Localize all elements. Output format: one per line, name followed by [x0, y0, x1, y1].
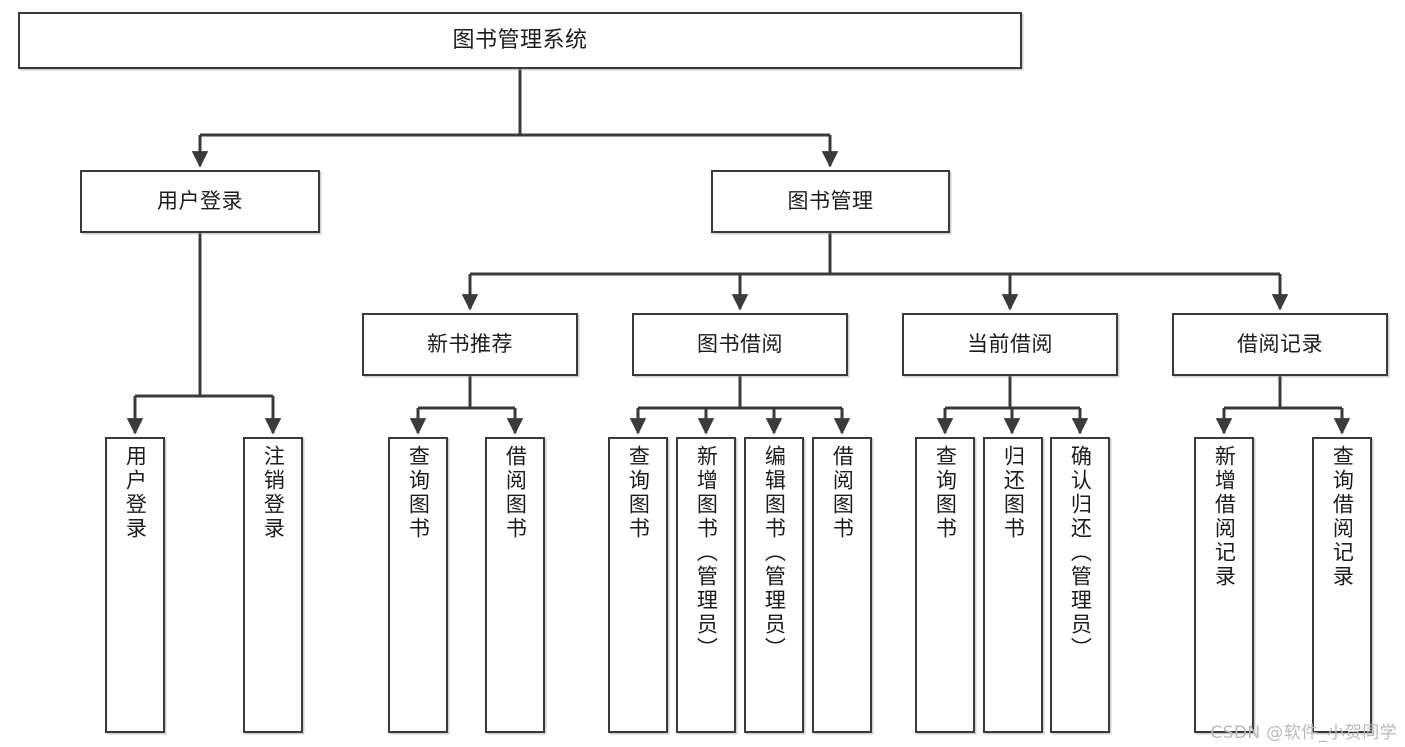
- node-label: 借阅记录: [1237, 332, 1323, 357]
- node-label: 借阅图书: [830, 445, 855, 541]
- leaf-borrow-book[interactable]: 借阅图书: [812, 437, 872, 733]
- node-current-borrow[interactable]: 当前借阅: [902, 313, 1118, 376]
- node-label: 新增借阅记录: [1212, 445, 1237, 589]
- node-label: 查询借阅记录: [1330, 445, 1355, 589]
- node-label: 查询图书: [406, 445, 431, 541]
- node-label: 借阅图书: [503, 445, 528, 541]
- leaf-query-book-recommend[interactable]: 查询图书: [388, 437, 448, 733]
- leaf-query-book-borrow[interactable]: 查询图书: [608, 437, 668, 733]
- node-book-borrow[interactable]: 图书借阅: [632, 313, 848, 376]
- leaf-confirm-return[interactable]: 确认归还（管理员）: [1050, 437, 1110, 733]
- node-label: 确认归还（管理员）: [1068, 445, 1093, 661]
- leaf-add-borrow-record[interactable]: 新增借阅记录: [1194, 437, 1254, 733]
- node-label: 当前借阅: [967, 332, 1053, 357]
- node-label: 用户登录: [157, 189, 243, 214]
- leaf-borrow-book-recommend[interactable]: 借阅图书: [485, 437, 545, 733]
- node-label: 新增图书（管理员）: [694, 445, 719, 661]
- node-label: 图书管理系统: [452, 27, 588, 53]
- node-label: 注销登录: [261, 445, 286, 541]
- node-user-login[interactable]: 用户登录: [80, 170, 320, 233]
- node-label: 编辑图书（管理员）: [762, 445, 787, 661]
- node-label: 查询图书: [626, 445, 651, 541]
- node-label: 用户登录: [123, 445, 148, 541]
- leaf-add-book[interactable]: 新增图书（管理员）: [676, 437, 736, 733]
- node-book-management[interactable]: 图书管理: [711, 170, 950, 233]
- leaf-edit-book[interactable]: 编辑图书（管理员）: [744, 437, 804, 733]
- leaf-return-book[interactable]: 归还图书: [983, 437, 1043, 733]
- leaf-query-book-current[interactable]: 查询图书: [915, 437, 975, 733]
- node-label: 图书管理: [787, 189, 874, 214]
- node-label: 查询图书: [933, 445, 958, 541]
- node-label: 归还图书: [1001, 445, 1026, 541]
- node-borrow-record[interactable]: 借阅记录: [1172, 313, 1388, 376]
- node-new-book-recommend[interactable]: 新书推荐: [362, 313, 578, 376]
- leaf-query-borrow-record[interactable]: 查询借阅记录: [1312, 437, 1372, 733]
- node-label: 新书推荐: [427, 332, 513, 357]
- leaf-user-login[interactable]: 用户登录: [105, 437, 165, 733]
- csdn-watermark: CSDN @软件_小贺同学: [1210, 723, 1397, 743]
- node-root-system[interactable]: 图书管理系统: [18, 12, 1022, 69]
- leaf-logout-login[interactable]: 注销登录: [243, 437, 303, 733]
- node-label: 图书借阅: [697, 332, 783, 357]
